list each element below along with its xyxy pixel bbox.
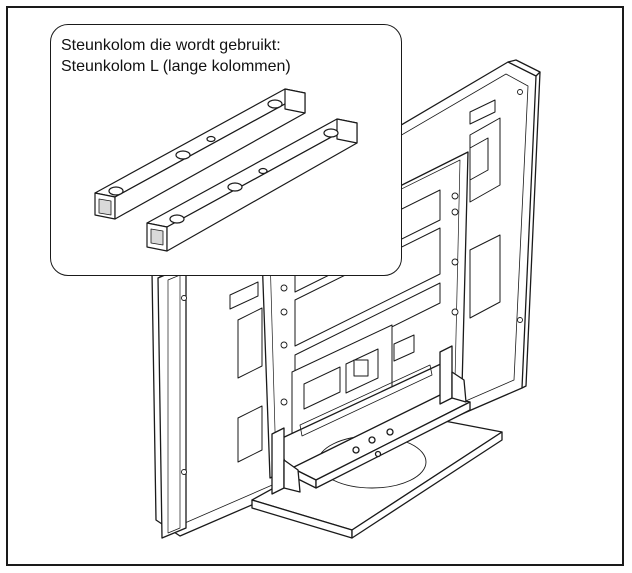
support-column-front (146, 118, 358, 252)
mounting-holes (181, 89, 523, 475)
support-column-back (94, 88, 306, 220)
installed-bracket-right (439, 345, 467, 405)
connector-panel (291, 324, 415, 441)
callout-caption: Steunkolom die wordt gebruikt: Steunkolo… (61, 35, 291, 77)
stand-base (251, 413, 503, 539)
installed-bracket-left (271, 427, 301, 495)
support-columns-drawing (94, 88, 358, 252)
caption-line-2: Steunkolom L (lange kolommen) (61, 58, 291, 75)
column-callout: Steunkolom die wordt gebruikt: Steunkolo… (50, 24, 402, 276)
caption-line-1: Steunkolom die wordt gebruikt: (61, 37, 281, 54)
left-edge-column (157, 265, 187, 539)
vent-panels (229, 99, 501, 463)
stand-support-plate (291, 394, 471, 489)
